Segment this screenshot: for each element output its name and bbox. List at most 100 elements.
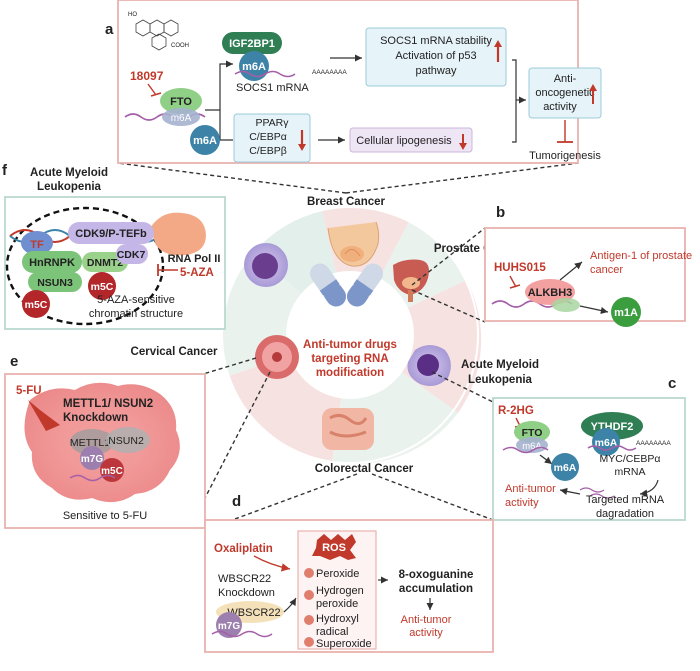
cdk7-label: CDK7 xyxy=(117,249,146,261)
hnrnpk-label: HnRNPK xyxy=(29,257,75,269)
antigen-line2: cancer xyxy=(590,264,623,276)
panel-c-m6a-bound-label: m6A xyxy=(595,437,618,449)
panel-d-anti-tumor-1: Anti-tumor xyxy=(401,614,452,626)
igf2bp1-protein xyxy=(222,32,282,54)
tf-label: TF xyxy=(30,239,44,251)
cdk9-ptefb-label: CDK9/P-TEFb xyxy=(75,228,147,240)
m1a-mark xyxy=(611,297,641,327)
hnrnpk-protein xyxy=(22,251,82,273)
panel-f-letter: f xyxy=(2,162,8,179)
knockdown-line1: METTL1/ NSUN2 xyxy=(63,398,153,410)
cdk7-protein xyxy=(116,244,148,264)
degraded-mrna xyxy=(579,487,615,499)
panel-c-m6a-bound xyxy=(592,428,620,456)
center-title-line1: Anti-tumor drugs xyxy=(303,339,397,351)
structure-label-1: HO xyxy=(128,12,137,18)
ppar-cebp-box xyxy=(233,113,311,163)
wbscr22-label: WBSCR22 xyxy=(227,607,280,619)
panel-c-m6a-free xyxy=(551,453,579,481)
dnmt2-label: DNMT2 xyxy=(87,257,123,269)
igf2bp1-label: IGF2BP1 xyxy=(229,38,275,50)
cebp-beta: C/EBPβ xyxy=(249,145,287,157)
nsun3-label: NSUN3 xyxy=(37,277,73,289)
panel-a-fto-protein xyxy=(160,88,202,114)
ros-peroxide: Peroxide xyxy=(316,568,359,580)
panel-a-m6a-bottom-label: m6A xyxy=(193,135,217,147)
socs1-box-line1: SOCS1 mRNA stability xyxy=(380,35,492,47)
lipogenesis-label: Cellular lipogenesis xyxy=(356,135,452,147)
panel-c-anti-tumor-2: activity xyxy=(505,497,539,509)
m7g-mark-e xyxy=(80,446,104,470)
alkbh3-label: ALKBH3 xyxy=(528,287,573,299)
chromatin-line2: chromatin structure xyxy=(89,308,183,320)
ppar-gamma: PPARγ xyxy=(255,117,289,129)
panel-c-m6a-faded: m6A xyxy=(522,441,542,452)
label-cervical-cancer: Cervical Cancer xyxy=(131,346,218,358)
panel-f-title-2: Leukopenia xyxy=(37,181,102,193)
degradation-line1: Targeted mRNA xyxy=(586,494,665,506)
segment-aml-right xyxy=(350,280,482,413)
ros-label: ROS xyxy=(322,542,346,554)
sensitive-5fu-label: Sensitive to 5-FU xyxy=(63,510,147,522)
panel-a-polya: AAAAAAAA xyxy=(312,69,347,76)
panel-a-drug-18097: 18097 xyxy=(130,69,164,83)
knockdown-line2: Knockdown xyxy=(63,412,128,424)
nsun3-protein xyxy=(28,272,82,292)
panel-f-title-1: Acute Myeloid xyxy=(30,167,108,179)
chromatin-dashed-outline xyxy=(5,206,165,326)
socs1-mrna-label: SOCS1 mRNA xyxy=(236,82,309,94)
5fu-arrow xyxy=(28,400,60,431)
panel-a xyxy=(117,0,579,164)
m5c-mark-1 xyxy=(88,272,116,300)
panel-c-anti-tumor-1: Anti-tumor xyxy=(505,483,556,495)
panel-b-letter: b xyxy=(496,204,505,221)
lipogenesis-box xyxy=(349,127,473,153)
panel-a-m6a-top-label: m6A xyxy=(242,61,266,73)
label-aml-right-1: Acute Myeloid xyxy=(461,359,539,371)
socs1-stability-box xyxy=(365,27,507,87)
pill-capsules-icon xyxy=(309,263,384,307)
panel-c-polya: AAAAAAAA xyxy=(636,440,671,447)
accum-line1: 8-oxoguanine xyxy=(399,569,474,581)
panel-c-fto-protein xyxy=(514,421,550,443)
ros-hydrogen-peroxide: peroxide xyxy=(316,598,358,610)
panel-d-anti-tumor-2: activity xyxy=(409,627,443,639)
anti-onco-line3: activity xyxy=(543,101,577,113)
panel-c-m6a-free-label: m6A xyxy=(554,462,577,474)
panel-d-drug-oxaliplatin: Oxaliplatin xyxy=(214,543,273,555)
antigen-line1: Antigen-1 of prostate xyxy=(590,250,692,262)
leukocyte-cell-icon-left xyxy=(244,243,288,287)
ros-burst-icon xyxy=(312,534,356,560)
anti-oncogenetic-box xyxy=(528,67,602,119)
structure-label-2: COOH xyxy=(171,43,189,49)
m1a-label: m1A xyxy=(614,307,638,319)
panel-e-drug-5fu: 5-FU xyxy=(16,385,42,397)
panel-a-fto-label: FTO xyxy=(170,96,192,108)
prostate-bladder-icon xyxy=(393,259,429,302)
panel-a-m6a-bottom xyxy=(190,125,220,155)
compound-18097-structure-icon xyxy=(135,19,179,51)
m5c-mark-1-label: m5C xyxy=(91,281,114,293)
down-arrow-icon xyxy=(298,130,306,151)
center-title-line3: modification xyxy=(316,367,384,379)
center-disc xyxy=(286,271,414,399)
panel-a-m6a-faded xyxy=(162,108,200,126)
cebp-alpha: C/EBPα xyxy=(249,131,287,143)
panel-a-letter: a xyxy=(105,21,114,38)
tf-protein xyxy=(21,231,53,255)
myc-line1: MYC/CEBPα xyxy=(600,453,661,465)
panel-c-letter: c xyxy=(668,375,676,392)
mettl1-label: METTL1 xyxy=(70,437,110,449)
socs1-box-line2: Activation of p53 xyxy=(395,50,476,62)
rna-pol-ii-label: RNA Pol II xyxy=(168,253,221,265)
ros-radical: radical xyxy=(316,626,348,638)
tumorigenesis-label: Tumorigenesis xyxy=(529,150,601,162)
panel-b-drug-huhs015: HUHS015 xyxy=(494,262,546,274)
rna-pol-ii-protein xyxy=(150,212,206,256)
ros-superoxide: Superoxide xyxy=(316,638,372,650)
accum-line2: accumulation xyxy=(399,583,473,595)
cdk9-ptefb-protein xyxy=(68,222,154,244)
panel-c-drug-r2hg: R-2HG xyxy=(498,405,534,417)
